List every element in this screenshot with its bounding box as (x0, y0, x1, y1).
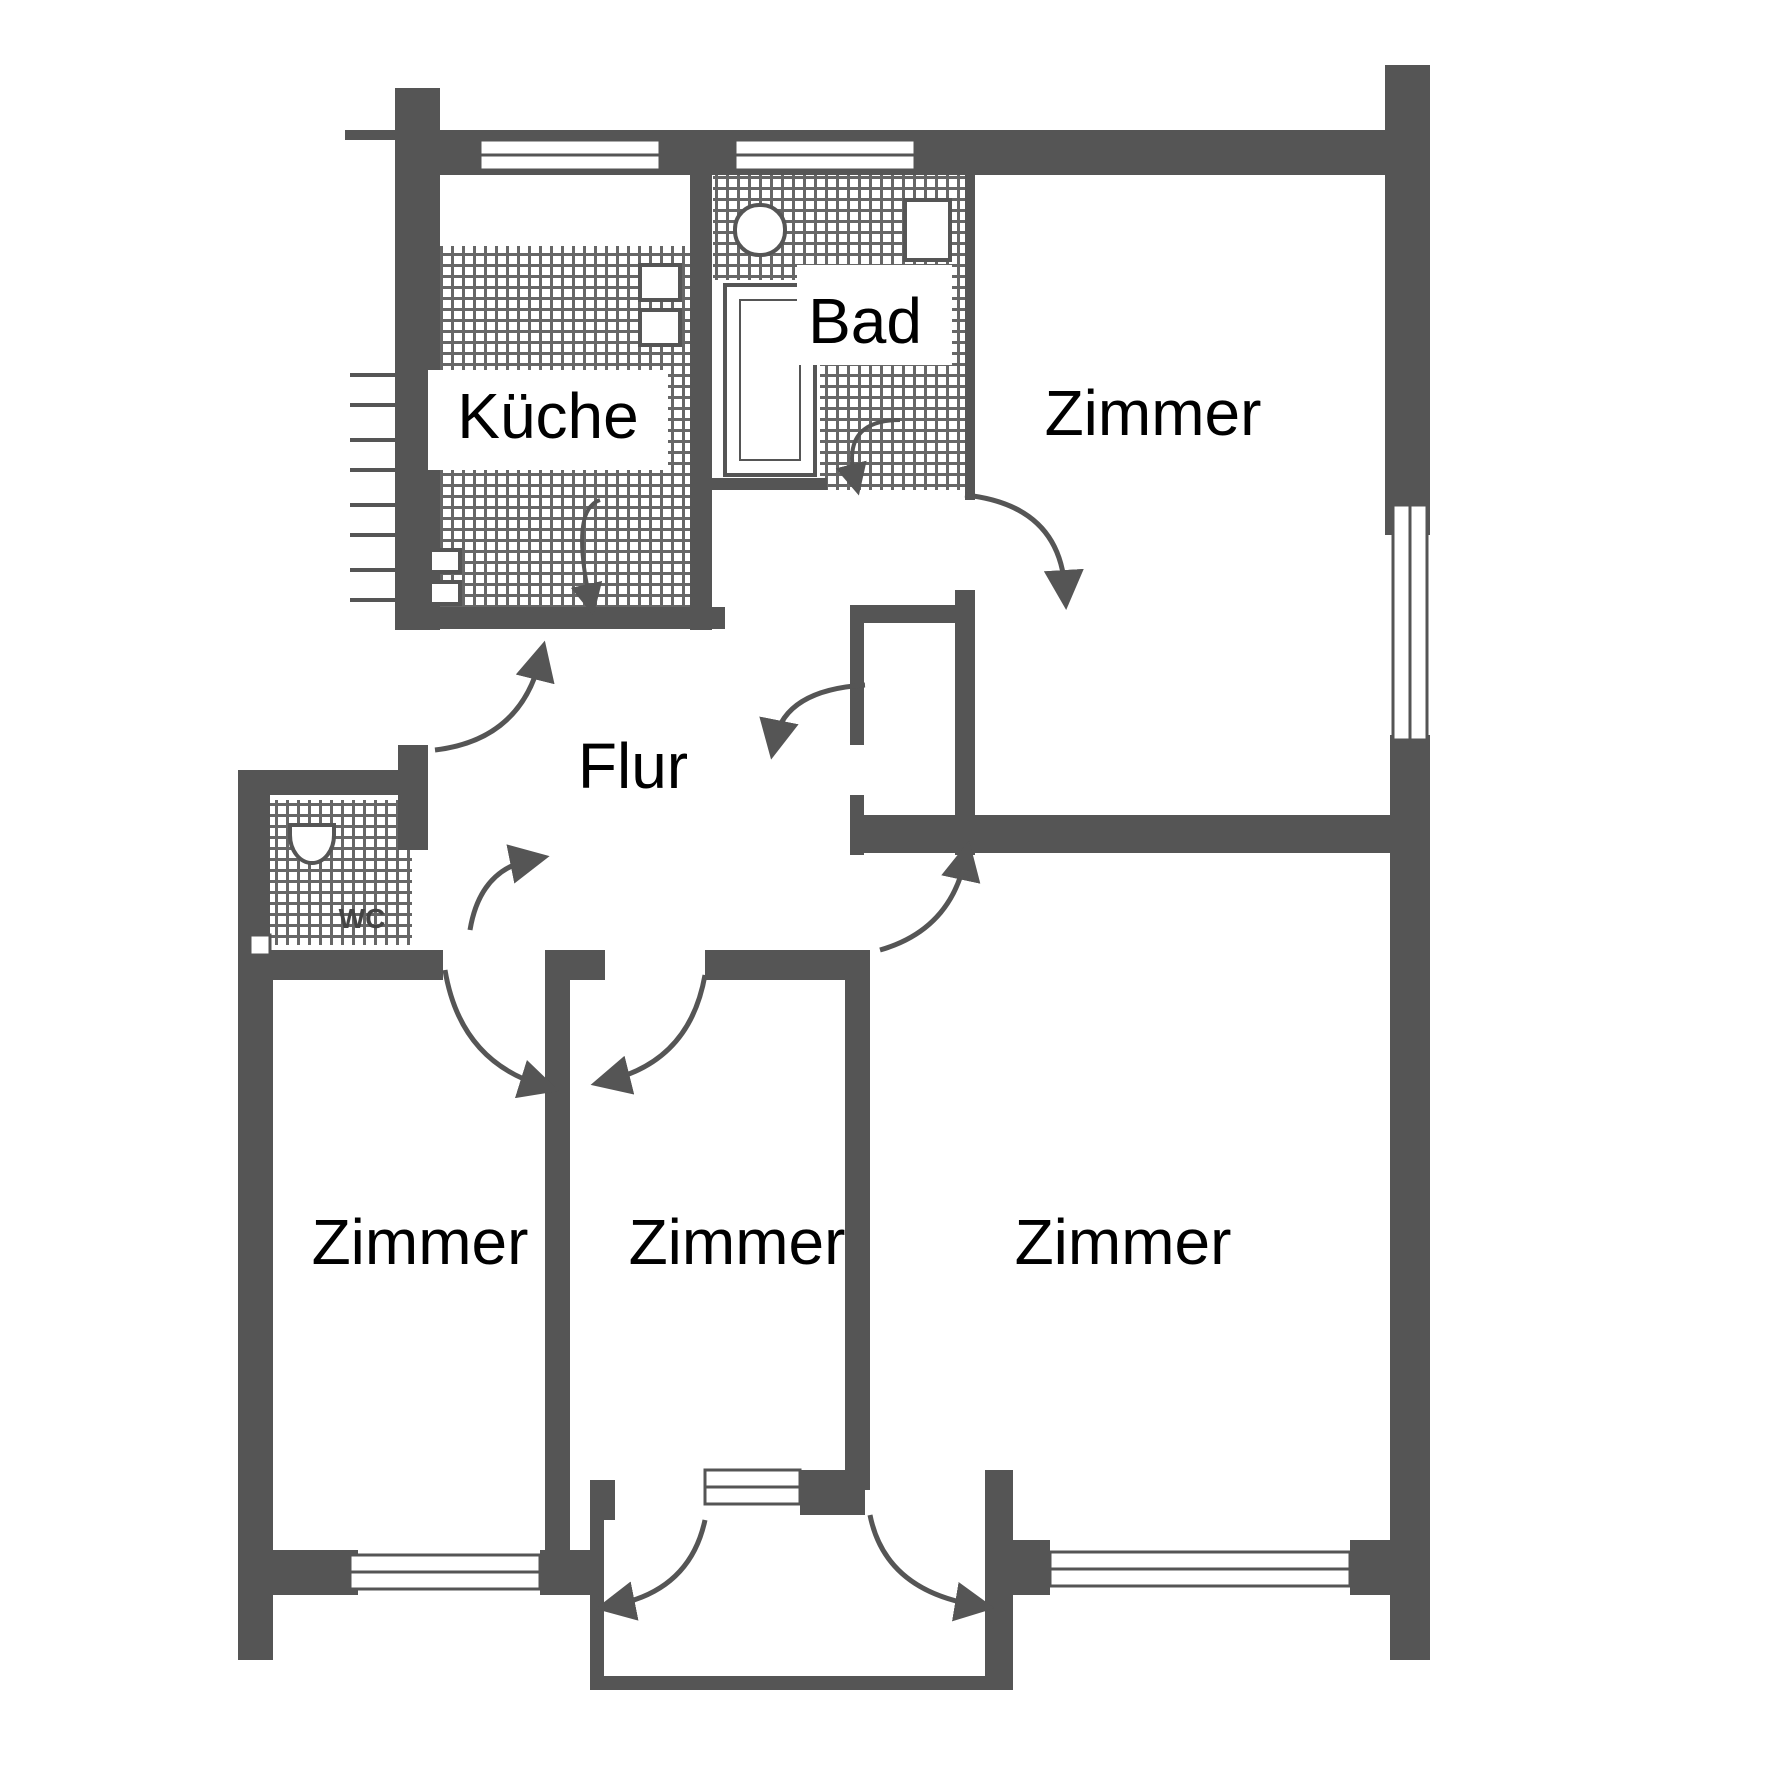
room-label-zimmer-bottom-middle: Zimmer (629, 1206, 846, 1278)
kueche-label-bg (428, 370, 668, 470)
kitchen-fixtures (428, 263, 682, 606)
room-label-bad: Bad (808, 285, 922, 357)
wc-fixtures (248, 823, 336, 957)
walls (238, 65, 1430, 1690)
door-swings (434, 418, 1084, 1622)
bad-label-bg (797, 265, 952, 365)
room-label-zimmer-bottom-left: Zimmer (312, 1206, 529, 1278)
windows (348, 138, 1429, 1591)
room-label-kueche: Küche (457, 380, 638, 452)
room-label-zimmer-top: Zimmer (1045, 377, 1262, 449)
bath-fixtures (723, 198, 952, 477)
room-label-flur: Flur (578, 730, 688, 802)
room-label-zimmer-bottom-right: Zimmer (1015, 1206, 1232, 1278)
room-label-wc: WC (339, 903, 386, 934)
